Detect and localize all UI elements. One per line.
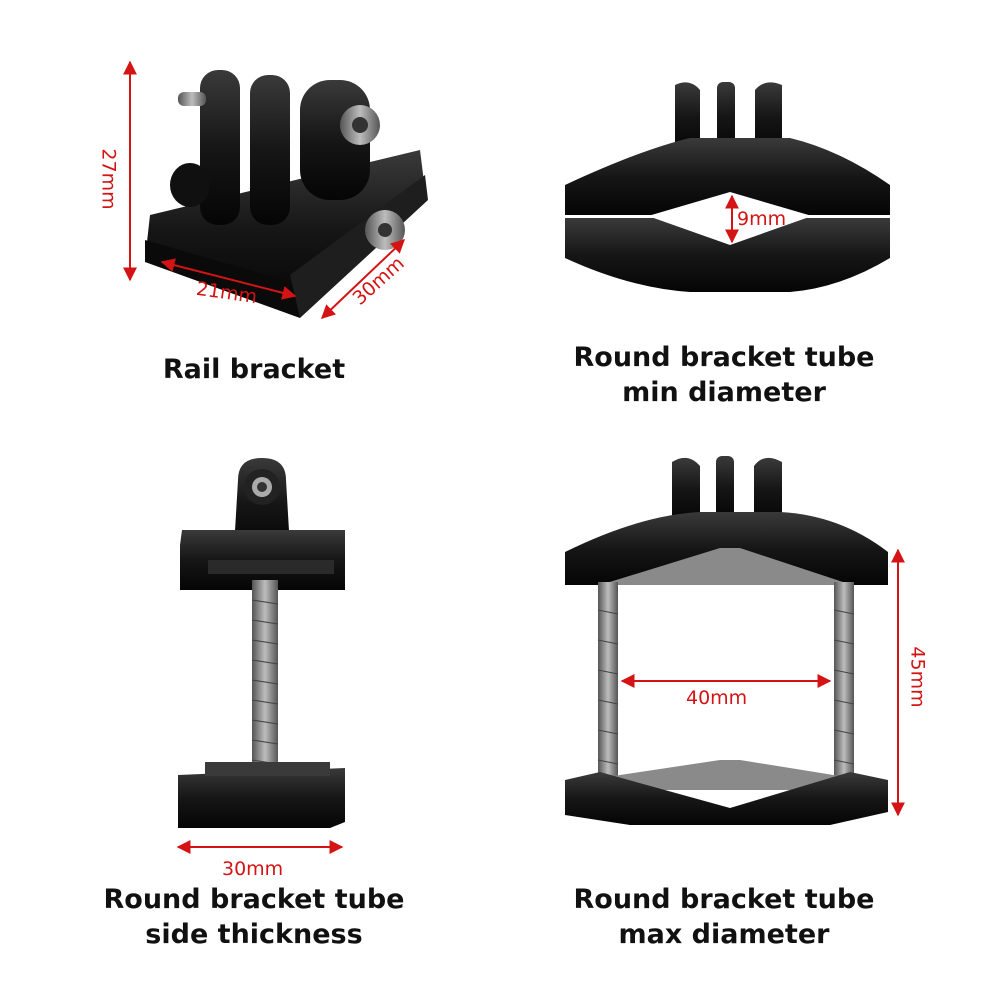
height-dimension-label: 45mm — [906, 646, 929, 708]
panel-caption: Round bracket tube max diameter — [504, 882, 944, 952]
panel-caption: Rail bracket — [34, 352, 474, 387]
caption-line: min diameter — [622, 377, 826, 408]
panel-caption: Round bracket tube min diameter — [504, 340, 944, 410]
caption-line: Round bracket tube — [573, 884, 875, 915]
height-dimension-label: 27mm — [97, 148, 120, 210]
thickness-dimension-label: 30mm — [222, 858, 284, 880]
side-thickness-image — [176, 458, 345, 854]
caption-line: side thickness — [145, 919, 363, 950]
panel-caption: Round bracket tube side thickness — [34, 882, 474, 952]
gap-dimension-label: 9mm — [737, 208, 787, 230]
caption-line: max diameter — [618, 919, 830, 950]
caption-line: Round bracket tube — [573, 342, 875, 373]
max-diameter-image — [565, 456, 905, 825]
caption-line: Rail bracket — [162, 354, 346, 385]
width-dimension-label: 40mm — [686, 687, 748, 709]
rail-bracket-image — [123, 60, 428, 319]
min-diameter-image — [565, 82, 890, 292]
caption-line: Round bracket tube — [103, 884, 405, 915]
